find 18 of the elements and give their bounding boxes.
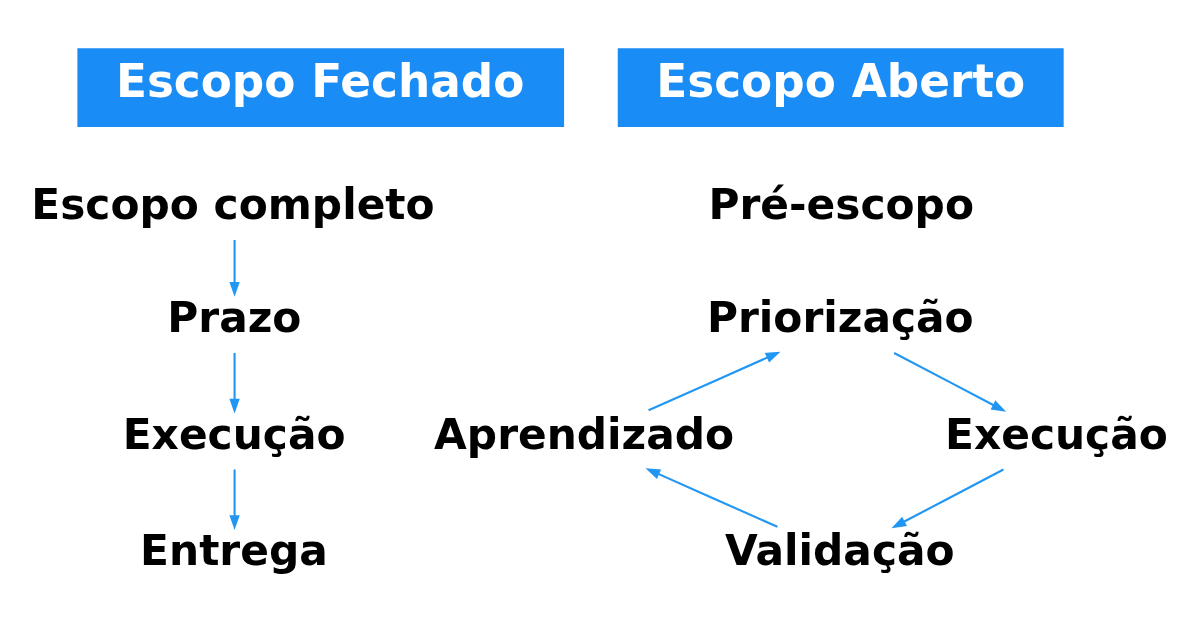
node-text: Prazo: [167, 293, 302, 343]
node-text: Aprendizado: [434, 409, 735, 459]
node-text: Validação: [725, 526, 955, 576]
node-text: Escopo completo: [31, 179, 435, 229]
node-text: Entrega: [140, 526, 328, 576]
arrow: [229, 469, 240, 531]
arrow: [229, 239, 240, 297]
node-box: Escopo Aberto: [617, 48, 1064, 127]
node-text: Execução: [122, 409, 346, 459]
label: Pré-escopo: [708, 179, 974, 229]
arrow: [891, 468, 1004, 529]
node-text: Priorização: [706, 293, 974, 343]
node-text: Execução: [945, 409, 1168, 459]
arrow: [893, 352, 1007, 412]
arrow: [648, 351, 781, 412]
node-box: Escopo Fechado: [77, 48, 565, 127]
arrow: [229, 352, 240, 414]
arrow: [645, 468, 778, 528]
